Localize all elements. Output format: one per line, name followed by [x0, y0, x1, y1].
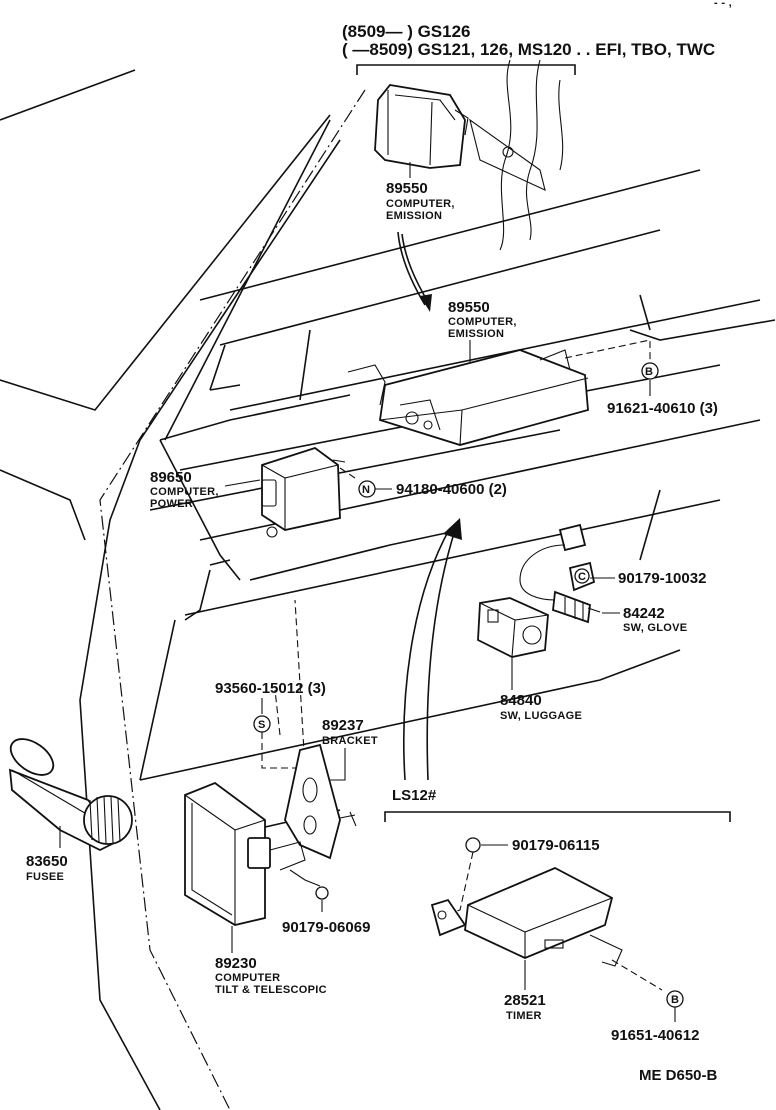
- marker-90179-10032-label: C: [578, 571, 586, 583]
- glove-switch-icon: [519, 523, 601, 624]
- arrowhead-89550: [420, 294, 432, 312]
- arrow-89550-relocate: [397, 231, 426, 306]
- part-name-89550-mid-1: COMPUTER,: [448, 316, 517, 328]
- marker-91621-label: B: [645, 366, 653, 378]
- part-number-89230: 89230: [215, 955, 257, 972]
- diagram-code: ME D650-B: [639, 1067, 718, 1084]
- part-name-83650: FUSEE: [26, 871, 64, 883]
- marker-91651-label: B: [671, 994, 679, 1006]
- fastener-leader-93560: [261, 732, 305, 769]
- part-number-89550-top: 89550: [386, 180, 428, 197]
- part-name-89550-top-1: COMPUTER,: [386, 198, 455, 210]
- fusee-icon: [8, 738, 133, 852]
- part-name-89237: BRACKET: [322, 735, 378, 747]
- part-name-89650-2: POWER: [150, 498, 193, 510]
- part-name-28521: TIMER: [506, 1010, 542, 1022]
- marker-93560-label: S: [258, 719, 266, 731]
- part-number-93560: 93560-15012 (3): [215, 680, 326, 697]
- part-name-89550-mid-2: EMISSION: [448, 328, 504, 340]
- computer-power-icon: [261, 447, 346, 538]
- part-number-84242: 84242: [623, 605, 665, 622]
- marker-90179-10032: [574, 568, 590, 584]
- part-number-83650: 83650: [26, 853, 68, 870]
- part-number-84840: 84840: [500, 692, 542, 709]
- part-name-84242: SW, GLOVE: [623, 622, 687, 634]
- part-number-89650: 89650: [150, 469, 192, 486]
- part-number-90179-06069: 90179-06069: [282, 919, 370, 936]
- part-name-89550-top-2: EMISSION: [386, 210, 442, 222]
- marker-91621: [641, 362, 659, 380]
- part-number-94180: 94180-40600 (2): [396, 481, 507, 498]
- nut-90179-06115-icon: [465, 837, 481, 853]
- computer-emission-mid-icon: [347, 349, 589, 446]
- part-number-91621: 91621-40610 (3): [607, 400, 718, 417]
- computer-tilt-telescopic-icon: [184, 781, 321, 926]
- marker-94180-label: N: [362, 484, 370, 496]
- luggage-switch-icon: [477, 597, 549, 658]
- part-name-89230-2: TILT & TELESCOPIC: [215, 984, 327, 996]
- header-line-2: ( —8509) GS121, 126, MS120 . . EFI, TBO,…: [342, 40, 715, 59]
- fastener-leader-91621: [564, 339, 651, 360]
- header-bracket: [356, 64, 576, 75]
- variant-label: LS12#: [392, 787, 437, 804]
- header-line-1: (8509— ) GS126: [342, 22, 471, 41]
- part-number-28521: 28521: [504, 992, 546, 1009]
- part-number-89550-mid: 89550: [448, 299, 490, 316]
- part-name-89230-1: COMPUTER: [215, 972, 280, 984]
- part-number-90179-10032: 90179-10032: [618, 570, 706, 587]
- part-number-89237: 89237: [322, 717, 364, 734]
- computer-emission-top-icon: [374, 84, 469, 169]
- timer-icon: [430, 867, 623, 967]
- arrow-timer-relocate: [403, 527, 451, 781]
- corner-mark: - - ,: [714, 0, 732, 9]
- part-name-89650-1: COMPUTER,: [150, 486, 219, 498]
- variant-bracket: [384, 811, 731, 822]
- bracket-icon: [284, 743, 357, 860]
- part-number-90179-06115: 90179-06115: [512, 837, 600, 854]
- part-number-91651: 91651-40612: [611, 1027, 699, 1044]
- part-name-84840: SW, LUGGAGE: [500, 710, 582, 722]
- nut-90179-06069-icon: [315, 886, 329, 900]
